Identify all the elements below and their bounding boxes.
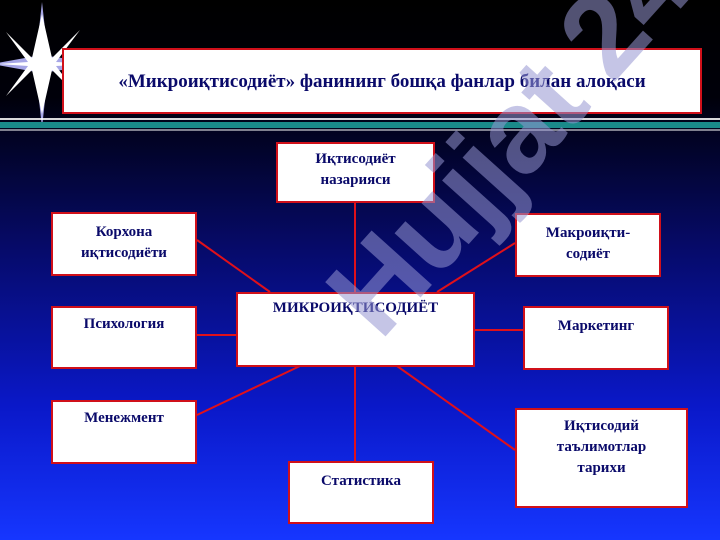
node-history-line1: Иқтисодий xyxy=(564,418,639,434)
node-enterprise-economics-line1: Корхона xyxy=(95,224,153,240)
slide-title-text: «Микроиқтисодиёт» фанининг бошқа фанлар … xyxy=(118,70,646,92)
node-history-line3: тарихи xyxy=(577,460,626,476)
node-history-line2: таълимотлар xyxy=(556,439,647,455)
node-history-of-economic-thought: Иқтисодий таълимотлар тарихи xyxy=(515,408,688,508)
connector-history xyxy=(396,365,516,451)
center-node-microeconomics: МИКРОИҚТИСОДИЁТ xyxy=(236,292,475,367)
decorative-stripes xyxy=(0,118,720,131)
connector-management xyxy=(196,365,301,416)
node-marketing: Маркетинг xyxy=(523,306,669,370)
node-macroeconomics-line1: Макроиқти- xyxy=(545,225,631,241)
node-economic-theory-line1: Иқтисодиёт xyxy=(315,151,396,167)
connector-macroeconomics xyxy=(436,242,516,293)
connector-enterprise-economics xyxy=(196,239,271,293)
node-marketing-line1: Маркетинг xyxy=(557,318,635,334)
node-psychology: Психология xyxy=(51,306,197,369)
node-management-line1: Менежмент xyxy=(84,410,164,426)
node-statistics-line1: Статистика xyxy=(321,473,401,489)
node-economic-theory-line2: назарияси xyxy=(320,172,391,188)
node-management: Менежмент xyxy=(51,400,197,464)
node-psychology-line1: Психология xyxy=(83,316,165,332)
node-economic-theory: Иқтисодиёт назарияси xyxy=(276,142,435,203)
node-enterprise-economics-line2: иқтисодиёти xyxy=(81,245,167,261)
node-macroeconomics-line2: содиёт xyxy=(566,246,610,262)
center-node-label: МИКРОИҚТИСОДИЁТ xyxy=(272,300,439,316)
node-enterprise-economics: Корхона иқтисодиёти xyxy=(51,212,197,276)
node-macroeconomics: Макроиқти- содиёт xyxy=(515,213,661,277)
node-statistics: Статистика xyxy=(288,461,434,524)
slide-title: «Микроиқтисодиёт» фанининг бошқа фанлар … xyxy=(62,48,702,114)
